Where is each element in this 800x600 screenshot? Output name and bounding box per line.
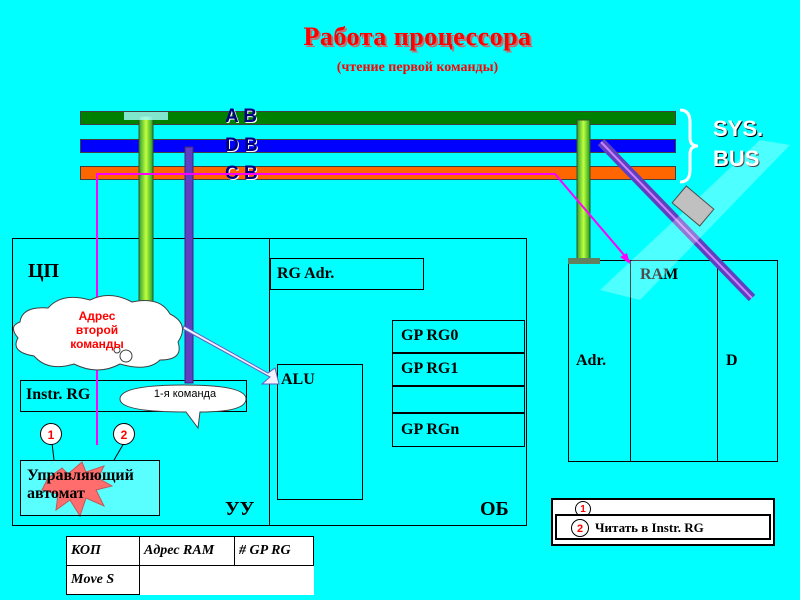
cpu-address-bus-connector bbox=[138, 115, 154, 327]
gp-rg-number-value bbox=[235, 566, 314, 595]
control-signal-arrowhead bbox=[620, 253, 630, 264]
step2-connector bbox=[113, 442, 125, 461]
opcode-header: КОП bbox=[66, 536, 140, 566]
callout-bubble-large bbox=[119, 349, 133, 363]
ram-d-label: D bbox=[726, 352, 738, 369]
command-format-header-row: КОП Адрес RAM # GP RG bbox=[66, 536, 314, 566]
gp-rgn-label: GP RGn bbox=[401, 421, 460, 438]
command-format-table: КОП Адрес RAM # GP RG Move S bbox=[66, 536, 314, 595]
ob-label: ОБ bbox=[480, 498, 509, 520]
rg-adr-label: RG Adr. bbox=[277, 265, 335, 282]
gp-rg-number-header: # GP RG bbox=[234, 536, 314, 566]
callout-bubble-small bbox=[113, 346, 121, 354]
alu-label: ALU bbox=[281, 371, 315, 388]
gp-rg1-label: GP RG1 bbox=[401, 360, 459, 377]
ram-address-bus-connector-cap bbox=[568, 258, 600, 264]
instr-rg-register: Instr. RG bbox=[20, 380, 247, 412]
step1-connector bbox=[51, 442, 55, 461]
ram-adr-label: Adr. bbox=[576, 352, 607, 369]
instr-rg-label: Instr. RG bbox=[26, 386, 91, 403]
address-callout-cloud bbox=[13, 295, 183, 371]
data-bus-label: D B bbox=[225, 135, 258, 156]
step1-legend-circle: 1 bbox=[575, 501, 591, 517]
alu-block: ALU bbox=[277, 364, 363, 500]
system-bus-label-line2: BUS bbox=[713, 146, 760, 171]
beam-source-device bbox=[671, 185, 715, 227]
ram-title: RAM bbox=[640, 266, 679, 283]
ram-address-header: Адрес RAM bbox=[139, 536, 235, 566]
ram-cells-column bbox=[630, 260, 718, 462]
cpu-address-bus-connector-cap bbox=[124, 112, 168, 120]
gp-rg-empty-register bbox=[392, 386, 525, 413]
system-bus-label-line1: SYS. bbox=[713, 116, 764, 141]
opcode-value: Move S bbox=[66, 565, 140, 595]
address-bus bbox=[80, 111, 676, 125]
ram-address-value bbox=[140, 566, 235, 595]
step2-legend-circle: 2 bbox=[571, 519, 589, 537]
first-command-callout-text: 1-я команда bbox=[153, 388, 217, 400]
step1-legend-row: 1 bbox=[555, 501, 771, 517]
ram-address-bus-connector bbox=[576, 119, 591, 263]
command-format-value-row: Move S bbox=[66, 565, 314, 595]
system-bus-brace bbox=[679, 108, 699, 184]
step2-legend-row: 2 Читать в Instr. RG bbox=[555, 514, 771, 540]
slide-subtitle: (чтение первой команды) bbox=[336, 60, 499, 75]
rg-adr-register: RG Adr. bbox=[270, 258, 424, 290]
cpu-label: ЦП bbox=[28, 260, 60, 282]
system-bus-label: SYS. BUS bbox=[713, 114, 763, 174]
cpu-data-bus-connector bbox=[184, 146, 194, 384]
address-bus-label: A B bbox=[225, 106, 258, 127]
slide-title: Работа процессора bbox=[303, 22, 532, 51]
control-unit-box: Управляющий автомат bbox=[20, 460, 160, 516]
control-unit-label: Управляющий автомат bbox=[27, 467, 134, 502]
steps-legend: 1 2 Читать в Instr. RG bbox=[551, 498, 775, 546]
uu-label: УУ bbox=[225, 498, 255, 520]
step2-circle: 2 bbox=[113, 423, 135, 445]
first-command-callout bbox=[119, 384, 247, 430]
control-unit-burst bbox=[41, 461, 114, 518]
ram-data-bus-connector-shine bbox=[600, 141, 753, 299]
step2-legend-label: Читать в Instr. RG bbox=[595, 520, 704, 535]
step1-circle: 1 bbox=[40, 423, 62, 445]
gp-rg0-register: GP RG0 bbox=[392, 320, 525, 353]
gp-rgn-register: GP RGn bbox=[392, 413, 525, 447]
next-address-callout-text: Адрес второй команды bbox=[70, 309, 124, 351]
gp-rg1-register: GP RG1 bbox=[392, 353, 525, 386]
gp-rg0-label: GP RG0 bbox=[401, 327, 459, 344]
alu-arrow bbox=[182, 325, 280, 385]
data-bus bbox=[80, 139, 676, 153]
